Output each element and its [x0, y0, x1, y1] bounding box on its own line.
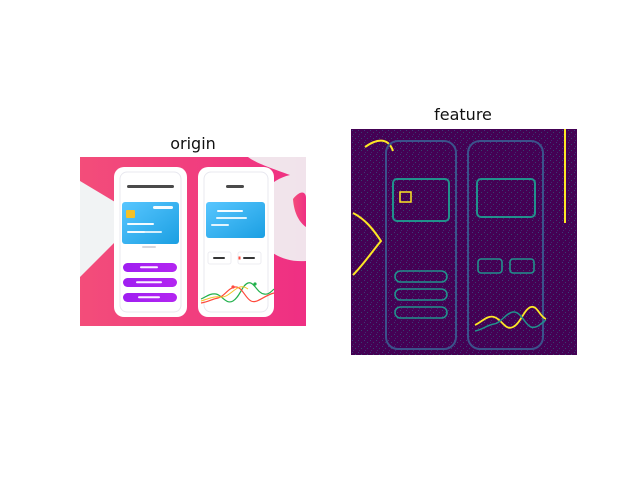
right-pill-2-dot: [238, 256, 241, 260]
feature-pill-1: [477, 258, 503, 274]
feature-panel: [351, 129, 577, 355]
wave-green-point: [253, 282, 257, 286]
origin-title: origin: [170, 134, 216, 153]
wave-green: [200, 282, 275, 303]
right-card-line-2: [216, 217, 247, 219]
left-button-1-label-line: [140, 266, 158, 269]
origin-image: [80, 157, 306, 326]
left-button-3-label-line: [138, 296, 160, 299]
feature-card-chip: [399, 191, 412, 203]
feature-button-3: [394, 306, 448, 319]
feature-pill-2: [509, 258, 535, 274]
right-header-bar: [226, 185, 244, 188]
right-card: [206, 202, 265, 238]
feature-wave: [474, 305, 547, 329]
card-name-line: [127, 231, 145, 233]
feature-button-2: [394, 288, 448, 301]
left-header-bar: [127, 185, 174, 188]
card-expiry-line: [144, 231, 162, 233]
wave-yellow: [200, 286, 249, 302]
card-number-line: [127, 223, 154, 225]
origin-right-cutout: [293, 192, 306, 227]
feature-left-card: [392, 178, 450, 222]
feature-background: [351, 129, 577, 355]
card-chip-icon: [126, 210, 135, 218]
left-button-2-label-line: [136, 281, 162, 284]
right-card-line-1: [217, 210, 243, 212]
left-divider: [142, 246, 156, 248]
origin-left-shape: [80, 181, 140, 277]
feature-top-left-curve: [364, 139, 394, 152]
wave-red: [200, 286, 275, 304]
right-card-line-3: [211, 224, 229, 226]
wave-red-point: [231, 285, 235, 289]
right-pill-1-label-line: [213, 257, 225, 259]
card-logo-bar: [153, 206, 173, 209]
feature-title: feature: [434, 105, 492, 124]
feature-left-wedge: [352, 212, 383, 276]
origin-panel: [80, 157, 306, 326]
feature-left-phone-outline: [385, 140, 457, 350]
feature-right-phone-outline: [467, 140, 544, 350]
feature-image: [351, 129, 577, 355]
right-pill-2-label-line: [243, 257, 255, 259]
feature-right-card: [476, 178, 536, 218]
feature-button-1: [394, 270, 448, 283]
feature-wave-secondary: [474, 311, 547, 332]
